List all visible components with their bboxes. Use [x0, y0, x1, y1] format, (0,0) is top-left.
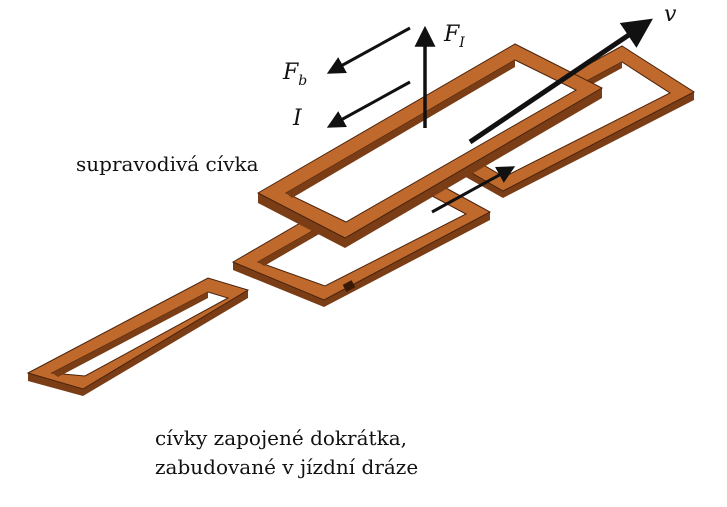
- superconducting-coil: [256, 43, 604, 248]
- velocity-symbol: v: [664, 2, 677, 27]
- velocity-label: v: [664, 2, 676, 27]
- lift-force-symbol: F: [444, 22, 460, 47]
- superconducting-coil-label: supravodivá cívka: [76, 152, 259, 176]
- coil-hole-wall: [52, 292, 208, 377]
- track-coils-label-line2: zabudované v jízdní dráze: [155, 455, 418, 479]
- coil-joint-mark: [342, 280, 356, 292]
- brake-force-subscript: b: [298, 73, 308, 89]
- brake-force-arrow: [326, 26, 411, 74]
- current-symbol: I: [293, 106, 302, 131]
- superconducting-coil-text: supravodivá cívka: [76, 152, 259, 176]
- induced-current-arrow: [431, 166, 516, 214]
- current-arrow: [326, 80, 411, 128]
- track-coils-text-1: cívky zapojené dokrátka,: [155, 426, 407, 450]
- brake-force-label: Fb: [283, 60, 307, 89]
- track-coil-near: [26, 277, 250, 396]
- current-label: I: [293, 106, 302, 131]
- coil-hole-wall: [286, 60, 515, 198]
- track-coils-text-2: zabudované v jízdní dráze: [155, 455, 419, 479]
- lift-force-label: FI: [444, 22, 465, 51]
- brake-force-symbol: F: [283, 60, 299, 85]
- velocity-arrow: [468, 18, 653, 145]
- lift-force-subscript: I: [459, 35, 465, 51]
- track-coils-label-line1: cívky zapojené dokrátka,: [155, 426, 407, 450]
